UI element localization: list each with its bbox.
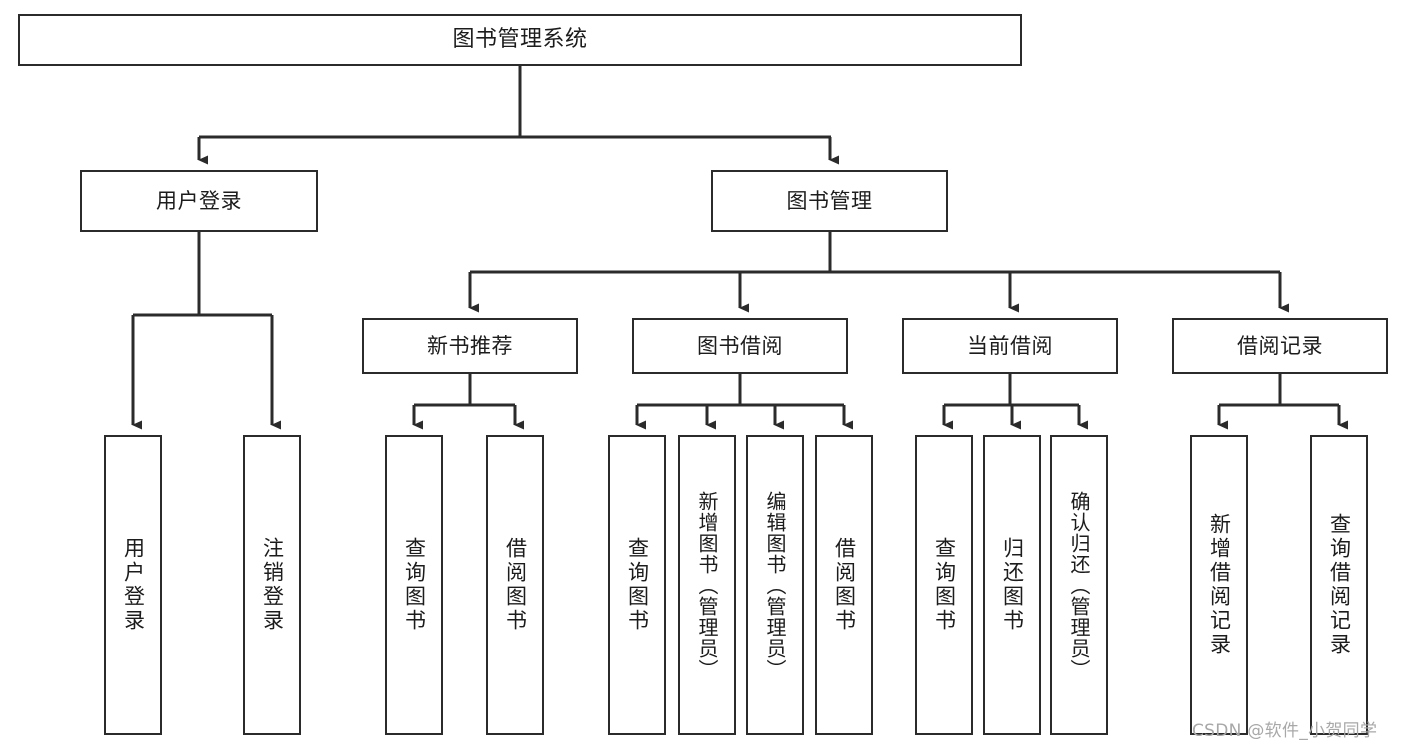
node-leaf-query-book-borrow[interactable]: 查询图书 (608, 435, 666, 735)
node-leaf-query-book-cur[interactable]: 查询图书 (915, 435, 973, 735)
node-leaf-borrow-book-label: 借阅图书 (832, 537, 857, 633)
node-leaf-logout[interactable]: 注销登录 (243, 435, 301, 735)
node-leaf-add-book-label: 新增图书（管理员） (695, 490, 719, 680)
node-leaf-edit-book[interactable]: 编辑图书（管理员） (746, 435, 804, 735)
node-leaf-confirm-return-label: 确认归还（管理员） (1067, 490, 1091, 680)
node-leaf-query-record-label: 查询借阅记录 (1327, 513, 1352, 657)
node-current-borrow-label: 当前借阅 (967, 333, 1053, 358)
node-root[interactable]: 图书管理系统 (18, 14, 1022, 66)
node-leaf-return-book-label: 归还图书 (1000, 537, 1025, 633)
node-book-manage[interactable]: 图书管理 (711, 170, 948, 232)
node-leaf-user-login-label: 用户登录 (121, 537, 146, 633)
node-user-login[interactable]: 用户登录 (80, 170, 318, 232)
node-new-book-rec[interactable]: 新书推荐 (362, 318, 578, 374)
node-borrow-record-label: 借阅记录 (1237, 333, 1323, 358)
node-book-manage-label: 图书管理 (786, 188, 873, 213)
node-root-label: 图书管理系统 (452, 27, 588, 53)
node-leaf-return-book[interactable]: 归还图书 (983, 435, 1041, 735)
node-leaf-edit-book-label: 编辑图书（管理员） (763, 490, 787, 680)
node-leaf-borrow-book-rec-label: 借阅图书 (503, 537, 528, 633)
node-leaf-borrow-book[interactable]: 借阅图书 (815, 435, 873, 735)
node-leaf-confirm-return[interactable]: 确认归还（管理员） (1050, 435, 1108, 735)
node-leaf-add-record[interactable]: 新增借阅记录 (1190, 435, 1248, 735)
node-leaf-query-book-borrow-label: 查询图书 (625, 537, 650, 633)
node-leaf-add-book[interactable]: 新增图书（管理员） (678, 435, 736, 735)
node-current-borrow[interactable]: 当前借阅 (902, 318, 1118, 374)
watermark: CSDN @软件_小贺同学 (1192, 716, 1377, 741)
node-leaf-query-book-rec-label: 查询图书 (402, 537, 427, 633)
node-leaf-query-book-cur-label: 查询图书 (932, 537, 957, 633)
node-leaf-query-record[interactable]: 查询借阅记录 (1310, 435, 1368, 735)
node-leaf-user-login[interactable]: 用户登录 (104, 435, 162, 735)
watermark-text: CSDN @软件_小贺同学 (1192, 721, 1378, 741)
node-book-borrow[interactable]: 图书借阅 (632, 318, 848, 374)
node-leaf-query-book-rec[interactable]: 查询图书 (385, 435, 443, 735)
node-book-borrow-label: 图书借阅 (697, 333, 783, 358)
node-borrow-record[interactable]: 借阅记录 (1172, 318, 1388, 374)
node-leaf-logout-label: 注销登录 (260, 537, 285, 633)
node-leaf-add-record-label: 新增借阅记录 (1207, 513, 1232, 657)
node-user-login-label: 用户登录 (156, 188, 242, 213)
node-new-book-rec-label: 新书推荐 (427, 333, 513, 358)
node-leaf-borrow-book-rec[interactable]: 借阅图书 (486, 435, 544, 735)
